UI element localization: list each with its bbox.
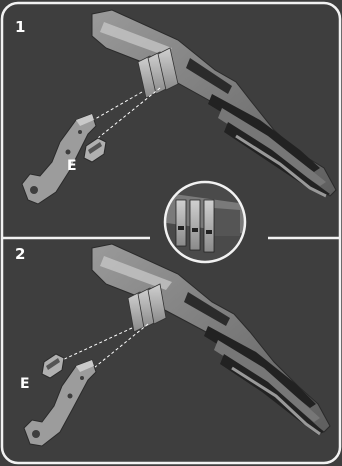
part-label-e-1: E (67, 158, 77, 174)
guide-line (58, 328, 132, 362)
step-number-2: 2 (15, 245, 25, 263)
guide-line (90, 92, 142, 122)
handle-assembly-2 (92, 244, 330, 435)
part-e-2 (42, 354, 64, 378)
part-e-1 (84, 138, 106, 162)
handle-assembly-1 (92, 10, 336, 197)
panel-2: 2 E (15, 244, 330, 446)
guide-line (98, 88, 160, 138)
bracket-part-2 (24, 360, 96, 446)
part-label-e-2: E (20, 376, 30, 392)
step-number-1: 1 (15, 18, 25, 36)
panel-1: 1 (15, 10, 336, 204)
detail-zoom-circle (160, 182, 260, 262)
